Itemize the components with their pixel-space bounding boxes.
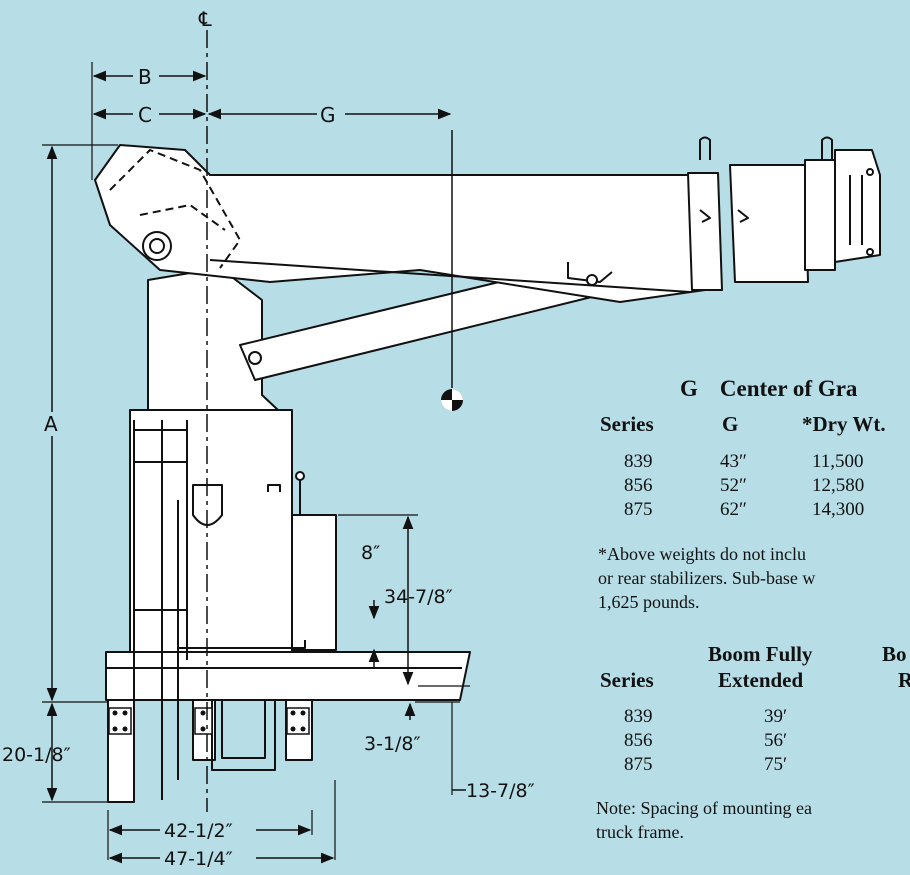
dim-42-1-2: 42-1/2″ (164, 820, 233, 842)
boom-row-1-series: 839 (624, 706, 653, 727)
boom-row-1-extended: 39′ (764, 706, 788, 727)
cg-heading-text: Center of Gra (719, 376, 858, 401)
boom-header-boom-line-1: Boom Fully (708, 642, 813, 666)
cg-header-g: G (722, 412, 739, 436)
label-b: B (138, 65, 152, 89)
center-of-gravity-marker (441, 130, 463, 411)
boom-tip (804, 159, 836, 271)
cg-header-series: Series (600, 412, 654, 436)
cg-note-line-3: 1,625 pounds. (598, 592, 700, 612)
dim-8: 8″ (361, 542, 380, 564)
boom-extension-1 (687, 172, 723, 291)
cg-row-2-g: 52″ (720, 475, 747, 496)
centerline-label: ℄ (198, 7, 212, 31)
mounting-bracket (211, 700, 276, 771)
boom-row-3-extended: 75′ (764, 754, 788, 775)
boom-row-3-series: 875 (624, 754, 653, 775)
label-c: C (138, 103, 152, 127)
boom-row-2-extended: 56′ (764, 730, 788, 751)
dim-3-1-8: 3-1/8″ (364, 733, 421, 755)
cg-note-line-1: *Above weights do not inclu (598, 544, 806, 564)
cg-row-1-wt: 11,500 (812, 451, 864, 472)
boom-note-line-1: Note: Spacing of mounting ea (596, 798, 812, 818)
dim-20-1-8: 20-1/8″ (2, 744, 71, 766)
crane-mast (129, 409, 293, 653)
boom-header-cut-line-1: Bo (882, 642, 907, 666)
boom-note-line-2: truck frame. (596, 822, 684, 842)
boom-header-boom-line-2: Extended (718, 668, 804, 692)
boom-row-2-series: 856 (624, 730, 653, 751)
cg-row-3-g: 62″ (720, 499, 747, 520)
boom-extension-2 (729, 164, 809, 283)
dim-47-1-4: 47-1/4″ (164, 848, 233, 870)
cg-row-2-series: 856 (624, 475, 653, 496)
cg-heading: G Center of Gra (680, 376, 857, 402)
dim-13-7-8: 13-7/8″ (466, 780, 535, 802)
label-g: G (320, 103, 336, 127)
cg-row-2-wt: 12,580 (812, 475, 865, 496)
boom-header-cut-line-2: R (898, 668, 910, 692)
cg-heading-letter: G (680, 376, 698, 401)
cg-header-dry-wt: *Dry Wt. (802, 412, 886, 436)
dim-34-7-8: 34-7/8″ (384, 586, 453, 608)
cg-row-3-wt: 14,300 (812, 499, 865, 520)
cg-note-line-2: or rear stabilizers. Sub-base w (598, 568, 816, 588)
boom-header-series: Series (600, 668, 654, 692)
cg-row-3-series: 875 (624, 499, 653, 520)
label-a: A (44, 412, 58, 436)
control-box (291, 514, 337, 651)
cg-row-1-series: 839 (624, 451, 653, 472)
cg-row-1-g: 43″ (720, 451, 747, 472)
